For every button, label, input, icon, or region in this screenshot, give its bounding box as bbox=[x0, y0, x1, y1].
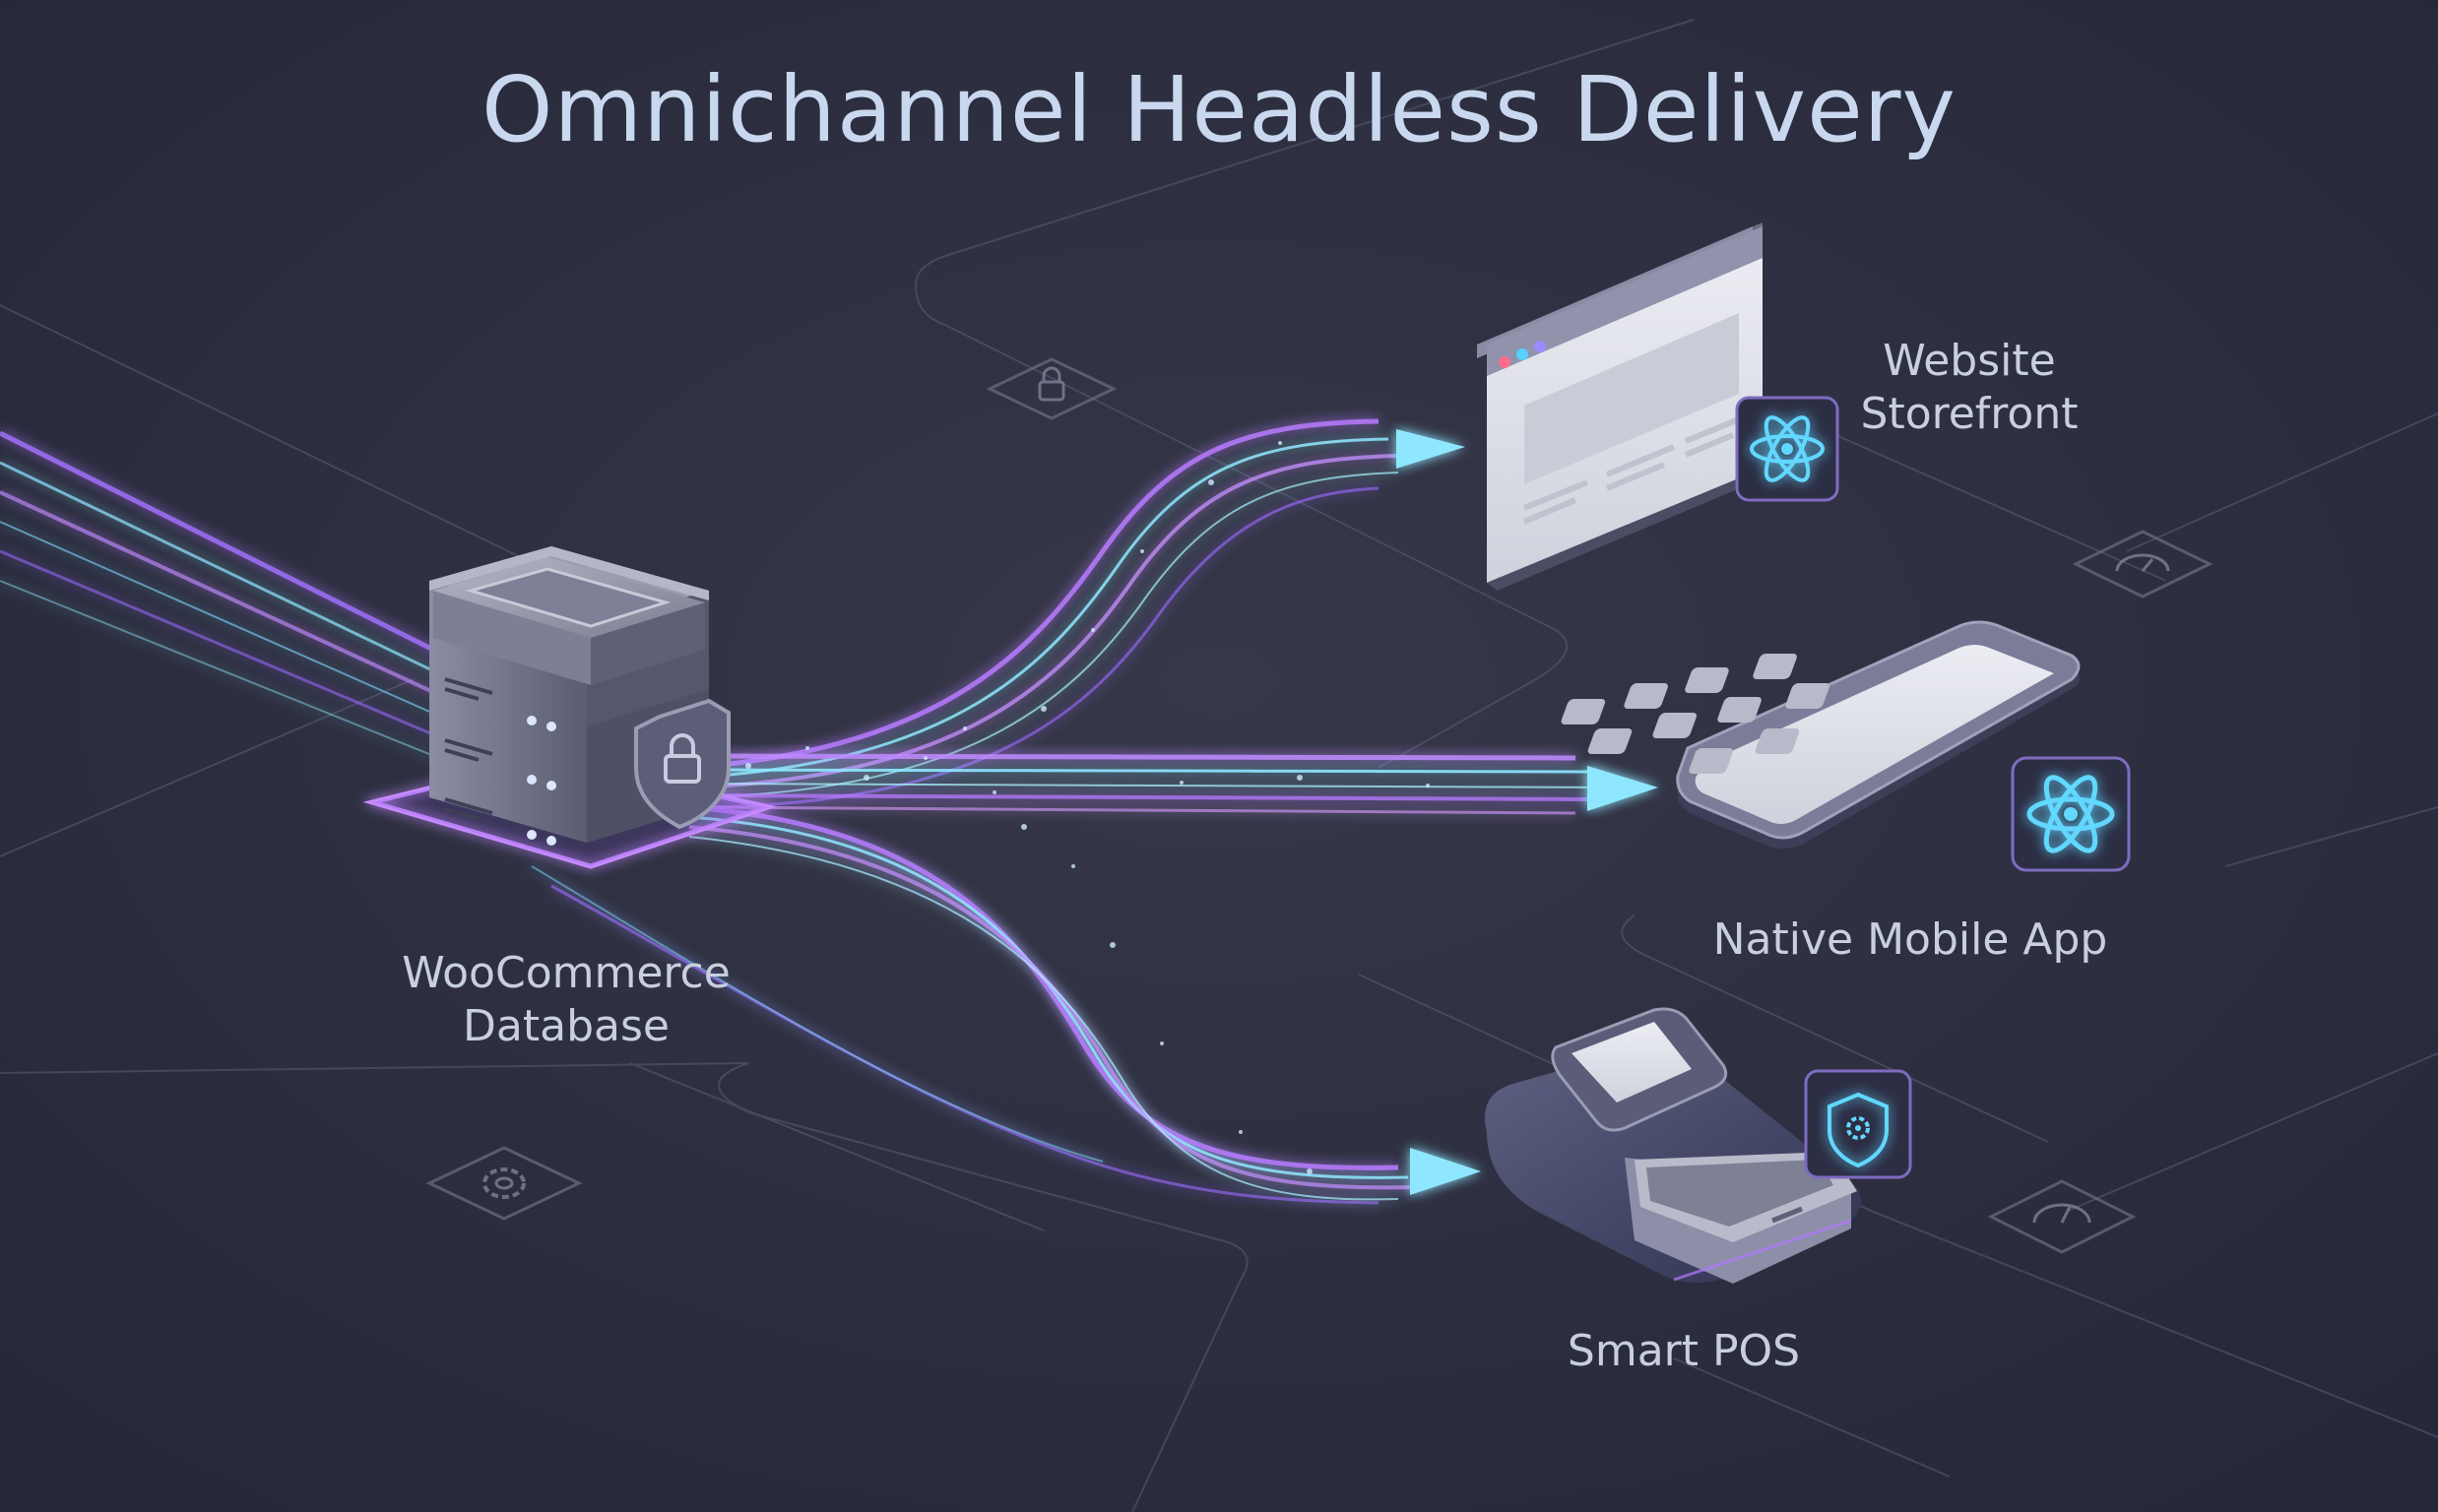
diagram-title: Omnichannel Headless Delivery bbox=[0, 57, 2438, 162]
source-label-line1: WooCommerce bbox=[325, 947, 807, 1000]
website-label: Website Storefront bbox=[1792, 335, 2147, 441]
website-label-line1: Website bbox=[1792, 335, 2147, 388]
pos-label: Smart POS bbox=[1487, 1325, 1881, 1378]
mobile-label: Native Mobile App bbox=[1635, 914, 2186, 967]
mobile-react-badge bbox=[2013, 758, 2129, 870]
database-server-cube bbox=[372, 546, 768, 866]
website-label-line2: Storefront bbox=[1792, 388, 2147, 441]
source-label-line2: Database bbox=[325, 1000, 807, 1053]
source-label: WooCommerce Database bbox=[325, 947, 807, 1053]
pos-shield-gear-badge bbox=[1806, 1071, 1910, 1177]
